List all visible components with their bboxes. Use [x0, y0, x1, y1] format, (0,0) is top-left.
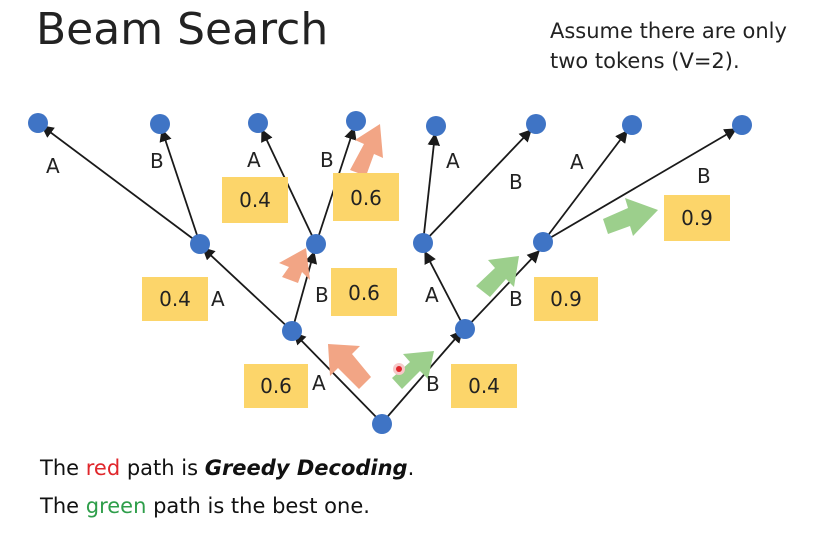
tree-node-b — [455, 319, 475, 339]
edge-root-a — [293, 332, 383, 424]
tree-node-aa — [190, 234, 210, 254]
caption-greedy-middle: path is — [120, 456, 205, 480]
assumption-note: Assume there are only two tokens (V=2). — [550, 16, 787, 76]
tree-node-a — [282, 321, 302, 341]
probability-box-ab-aba: 0.4 — [222, 177, 288, 223]
pointer-dot-center — [396, 366, 402, 372]
probability-value-a-aa: 0.4 — [159, 287, 191, 311]
tree-node-bba — [622, 115, 642, 135]
token-label-root-a: A — [312, 371, 326, 395]
green-path-arrow-3 — [603, 198, 658, 236]
green-path-arrows — [392, 198, 658, 389]
caption-greedy-suffix: . — [407, 456, 415, 480]
caption-greedy: The red path is Greedy Decoding. — [40, 456, 414, 480]
token-label-ab-aba: A — [247, 148, 261, 172]
caption-best-suffix: path is the best one. — [146, 494, 370, 518]
caption-greedy-prefix: The — [40, 456, 86, 480]
tree-node-abb — [346, 111, 366, 131]
caption-red-word: red — [85, 456, 121, 480]
token-label-a-ab: B — [315, 283, 329, 307]
token-label-root-b: B — [426, 372, 440, 396]
tree-node-root — [372, 414, 392, 434]
edge-a-aa — [202, 247, 293, 332]
probability-box-bb-bbb: 0.9 — [664, 195, 730, 241]
token-label-aa-aab: B — [150, 149, 164, 173]
token-label-aa-aaa: A — [46, 154, 60, 178]
token-label-b-bb: B — [509, 287, 523, 311]
edge-b-ba — [424, 250, 466, 330]
edge-bb-bba — [542, 129, 628, 243]
probability-value-b-bb: 0.9 — [550, 287, 582, 311]
token-label-bb-bbb: B — [697, 164, 711, 188]
token-label-ba-baa: A — [446, 149, 460, 173]
edge-b-bb — [464, 250, 540, 330]
probability-box-root-a: 0.6 — [244, 364, 308, 408]
tree-edges — [40, 125, 738, 424]
probability-value-bb-bbb: 0.9 — [681, 206, 713, 230]
edge-ba-baa — [422, 132, 441, 244]
token-label-b-ba: A — [425, 283, 439, 307]
probability-box-a-aa: 0.4 — [142, 277, 208, 321]
edge-aa-aab — [159, 128, 201, 245]
caption-green-word: green — [85, 494, 147, 518]
token-label-a-aa: A — [211, 287, 225, 311]
edge-ab-aba — [261, 128, 317, 245]
tree-node-bab — [526, 114, 546, 134]
red-path-arrow-1 — [328, 344, 371, 389]
tree-node-aab — [150, 114, 170, 134]
slide-title: Beam Search — [36, 4, 329, 55]
green-path-arrow-1 — [392, 351, 434, 389]
tree-nodes — [28, 111, 752, 434]
edge-aa-aaa — [40, 125, 201, 245]
red-path-arrow-3 — [350, 124, 383, 176]
probability-value-root-b: 0.4 — [468, 374, 500, 398]
probability-value-a-ab: 0.6 — [348, 281, 380, 305]
probability-box-a-ab: 0.6 — [331, 268, 397, 316]
tree-node-aba — [248, 113, 268, 133]
green-path-arrow-2 — [476, 256, 519, 297]
token-label-bb-bba: A — [570, 150, 584, 174]
caption-best-prefix: The — [40, 494, 86, 518]
probability-value-ab-aba: 0.4 — [239, 188, 271, 212]
tree-node-ba — [413, 233, 433, 253]
edge-bb-bbb — [542, 128, 738, 243]
tree-node-baa — [426, 116, 446, 136]
caption-best: The green path is the best one. — [40, 494, 370, 518]
probability-box-ab-abb: 0.6 — [333, 173, 399, 221]
edge-ba-bab — [422, 129, 532, 244]
probability-boxes: 0.6 0.4 0.4 0.6 0.9 0.4 — [142, 173, 730, 408]
edge-token-labels: A B A B A B A B A B A B A B — [46, 148, 711, 396]
probability-value-root-a: 0.6 — [260, 374, 292, 398]
caption-greedy-decoding: Greedy Decoding — [204, 456, 408, 480]
tree-node-ab — [306, 234, 326, 254]
edge-a-ab — [291, 250, 318, 332]
tree-node-bbb — [732, 115, 752, 135]
tree-node-aaa — [28, 113, 48, 133]
assumption-note-line-1: Assume there are only — [550, 19, 787, 43]
probability-value-ab-abb: 0.6 — [350, 186, 382, 210]
assumption-note-line-2: two tokens (V=2). — [550, 49, 740, 73]
token-label-ba-bab: B — [509, 170, 523, 194]
tree-node-bb — [533, 232, 553, 252]
probability-box-b-bb: 0.9 — [534, 277, 598, 321]
edge-root-b — [381, 330, 463, 424]
token-label-ab-abb: B — [320, 148, 334, 172]
red-path-arrows — [279, 124, 383, 389]
probability-box-root-b: 0.4 — [451, 364, 517, 408]
red-path-arrow-2 — [279, 248, 310, 283]
